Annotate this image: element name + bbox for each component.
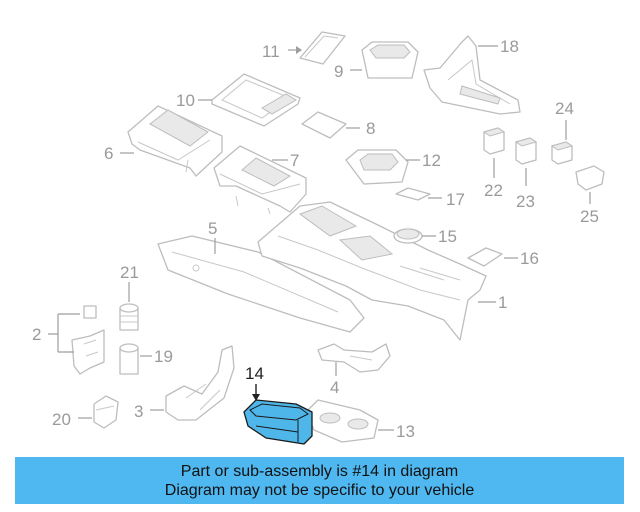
callout-13: 13	[396, 422, 415, 441]
part-7	[213, 145, 307, 215]
part-22	[482, 127, 506, 155]
part-12	[345, 149, 409, 185]
callout-20: 20	[52, 410, 71, 429]
callout-22: 22	[484, 181, 503, 200]
callout-5: 5	[208, 219, 217, 238]
callout-19: 19	[154, 347, 173, 366]
part-15	[393, 228, 423, 244]
callout-10: 10	[176, 91, 195, 110]
part-1	[257, 201, 487, 341]
part-17	[395, 187, 431, 201]
part-6	[127, 105, 223, 177]
part-13	[305, 399, 379, 443]
callout-15: 15	[438, 227, 457, 246]
callout-14: 14	[245, 364, 264, 383]
part-23	[514, 137, 538, 165]
part-4	[317, 343, 391, 373]
part-24	[550, 141, 574, 165]
part-20	[93, 395, 119, 429]
part-3	[165, 345, 235, 421]
callout-2: 2	[32, 325, 41, 344]
callout-17: 17	[446, 190, 465, 209]
part-2	[71, 305, 105, 375]
part-21	[119, 303, 139, 331]
callout-12: 12	[422, 151, 441, 170]
callout-7: 7	[290, 151, 299, 170]
callout-24: 24	[555, 99, 574, 118]
callout-8: 8	[366, 119, 375, 138]
callout-18: 18	[500, 37, 519, 56]
callout-4: 4	[330, 378, 339, 397]
part-16	[467, 247, 503, 267]
callout-1: 1	[498, 293, 507, 312]
parts-diagram: 11 9 18 10 8 6 7	[32, 31, 605, 445]
callout-3: 3	[134, 402, 143, 421]
part-10	[211, 73, 301, 127]
part-18	[423, 35, 521, 115]
part-8	[301, 111, 347, 139]
callout-16: 16	[520, 249, 539, 268]
banner-line-1: Part or sub-assembly is #14 in diagram	[180, 462, 459, 480]
callout-21: 21	[120, 263, 139, 282]
callout-11: 11	[262, 42, 280, 61]
callout-23: 23	[516, 192, 535, 211]
info-banner: Part or sub-assembly is #14 in diagram D…	[15, 457, 624, 504]
part-25	[575, 165, 605, 191]
callout-25: 25	[580, 207, 599, 226]
part-5	[157, 235, 365, 333]
part-14-highlighted	[243, 399, 313, 445]
banner-line-2: Diagram may not be specific to your vehi…	[164, 481, 475, 499]
part-11	[299, 31, 346, 65]
part-19	[119, 343, 139, 375]
callout-9: 9	[334, 62, 343, 81]
part-9	[361, 41, 419, 79]
callout-6: 6	[104, 144, 113, 163]
